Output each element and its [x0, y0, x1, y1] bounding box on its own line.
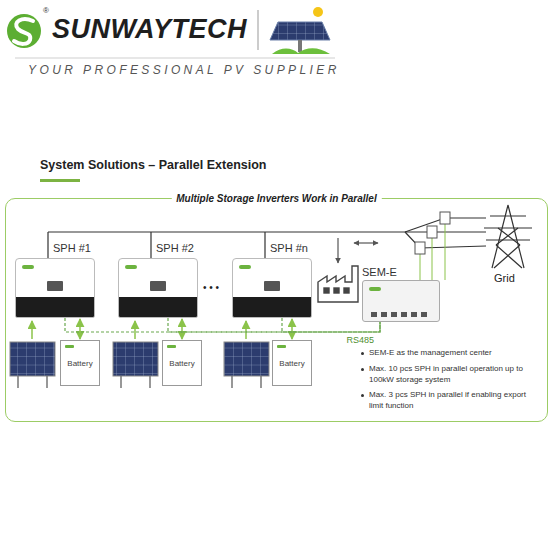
terminal	[381, 312, 387, 317]
battery-logo	[277, 345, 286, 348]
terminal	[371, 312, 377, 317]
solar-icon	[270, 7, 330, 54]
connector	[79, 319, 81, 339]
battery-logo	[65, 345, 74, 348]
inverter-band	[233, 297, 311, 317]
note-text: Max. 10 pcs SPH in parallel operation up…	[360, 364, 540, 385]
connector	[65, 318, 380, 332]
node-text: SPH #n	[232, 240, 312, 256]
sem-e-body	[362, 280, 440, 322]
inverter-logo	[22, 265, 34, 269]
node-text: Battery	[169, 359, 194, 368]
terminal	[421, 312, 427, 317]
node-text: Battery	[279, 359, 304, 368]
header-rule	[15, 58, 335, 59]
inverter-display	[150, 281, 166, 291]
connector	[181, 319, 183, 339]
inverter-body	[118, 258, 198, 318]
page-title: System Solutions – Parallel Extension	[40, 158, 266, 172]
pv-panel	[10, 342, 269, 388]
terminal	[411, 312, 417, 317]
connector	[168, 318, 380, 332]
battery-box: Battery	[60, 340, 100, 386]
label-text: ®	[43, 6, 49, 15]
inverter-logo	[239, 265, 251, 269]
terminal	[401, 312, 407, 317]
battery-box: Battery	[162, 340, 202, 386]
note-text: SEM-E as the management center	[360, 348, 540, 359]
logo-mark	[7, 14, 41, 48]
edge-label: RS485	[344, 335, 376, 345]
storage-inverter: SPH #n	[232, 240, 312, 318]
inverter-logo	[125, 265, 137, 269]
node-text: SEM-E	[362, 266, 440, 279]
inverter-band	[16, 297, 94, 317]
separator	[258, 10, 259, 50]
label-text: Grid	[494, 272, 515, 284]
storage-inverter: SPH #1	[15, 240, 95, 318]
inverter-band	[119, 297, 197, 317]
ac-bus	[48, 218, 486, 258]
node-text: Battery	[67, 359, 92, 368]
inverter-display	[47, 281, 63, 291]
system-region: Multiple Storage Inverters Work in Paral…	[5, 198, 548, 422]
storage-inverter: SPH #2	[118, 240, 198, 318]
bullet-dot	[361, 394, 364, 397]
note-text: Max. 3 pcs SPH in parallel if enabling e…	[360, 390, 540, 411]
label-text: YOUR PROFESSIONAL PV SUPPLIER	[28, 63, 340, 77]
battery-box: Battery	[272, 340, 312, 386]
grid-tower	[484, 205, 532, 268]
terminal	[391, 312, 397, 317]
bullet-dot	[361, 352, 364, 355]
energy-meter	[415, 212, 450, 254]
sem-e-logo	[369, 287, 381, 291]
pv-arrow	[32, 321, 246, 339]
label-text: • • •	[203, 282, 219, 293]
inverter-body	[232, 258, 312, 318]
load-arrows	[338, 238, 378, 263]
factory-icon	[318, 266, 358, 302]
label-text: SUNWAYTECH	[52, 14, 247, 45]
node-text: SPH #2	[118, 240, 198, 256]
battery-logo	[167, 345, 176, 348]
node-text: SPH #1	[15, 240, 95, 256]
bullet-dot	[361, 368, 364, 371]
inverter-body	[15, 258, 95, 318]
title-underline	[40, 179, 80, 182]
connector	[291, 319, 293, 339]
inverter-display	[264, 281, 280, 291]
sem-e-device: SEM-E	[362, 266, 440, 322]
node-text: Multiple Storage Inverters Work in Paral…	[171, 192, 381, 205]
